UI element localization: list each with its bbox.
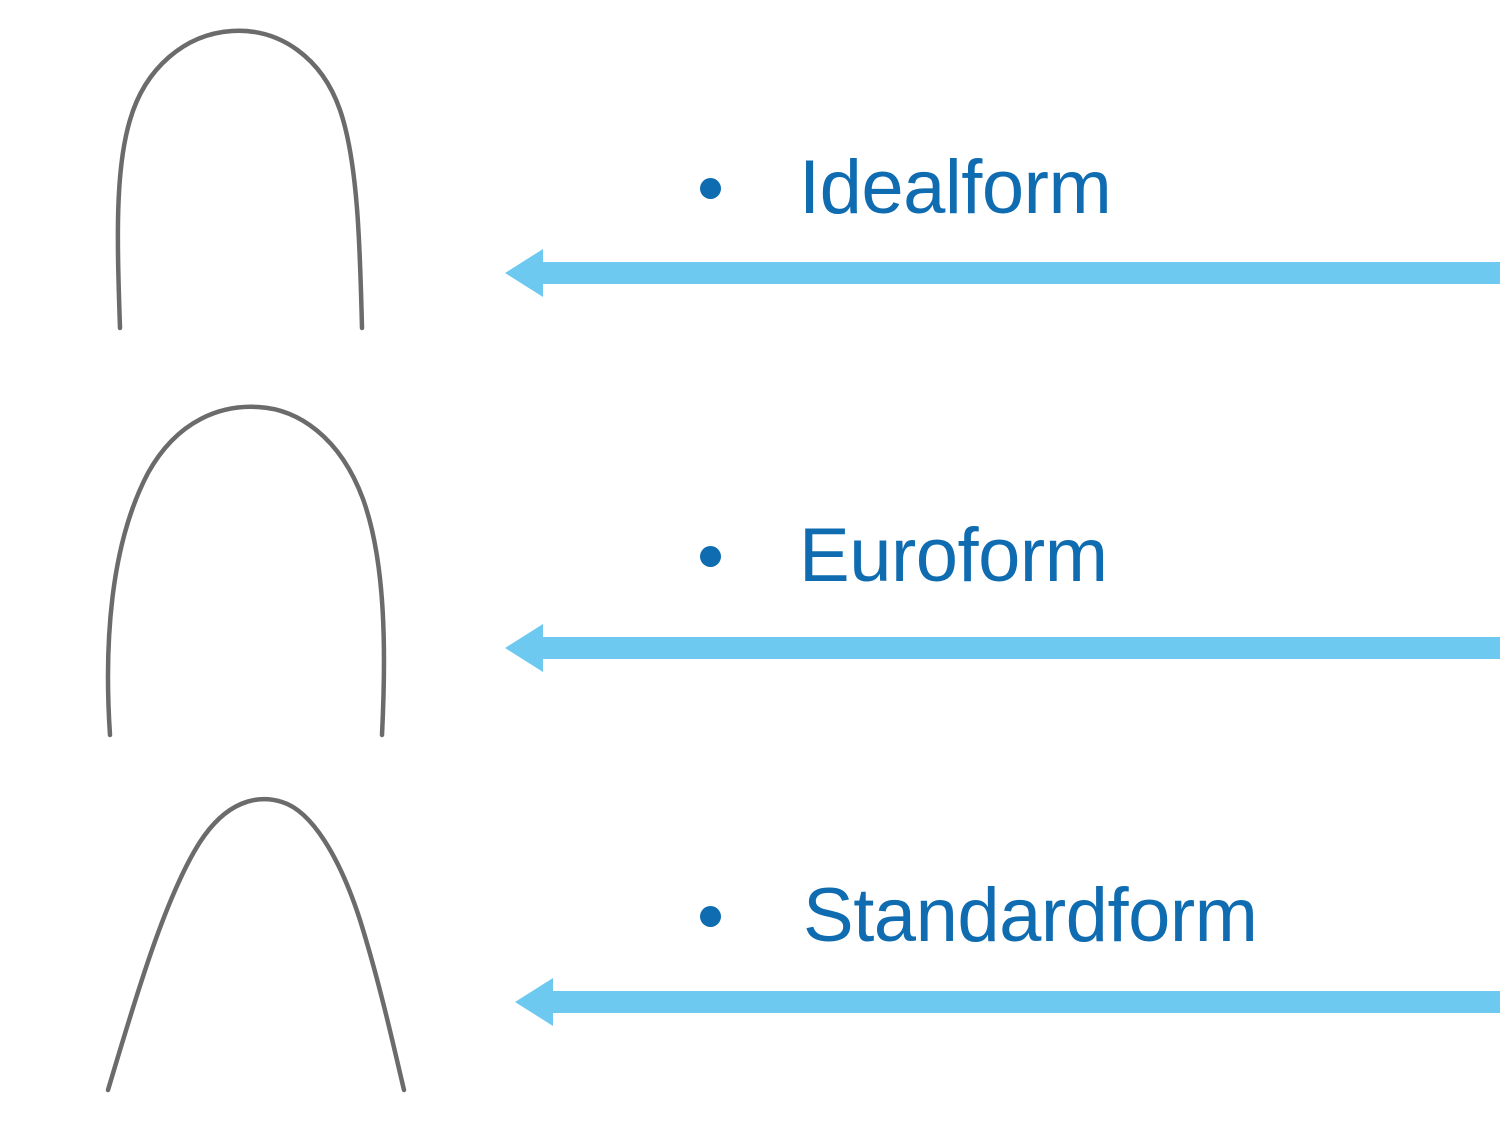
arrow-left-icon-standardform	[515, 972, 1500, 1032]
list-item-label: Idealform	[799, 145, 1112, 230]
bullet-dot-icon	[700, 905, 721, 927]
archwire-illustration-idealform	[60, 10, 460, 350]
archwire-illustration-euroform	[60, 395, 460, 750]
list-item-standardform[interactable]: Standardform	[700, 873, 1258, 958]
arrow-left-icon-idealform	[505, 243, 1500, 303]
archwire-illustration-standardform	[60, 780, 460, 1110]
list-item-label: Standardform	[803, 873, 1258, 958]
bullet-dot-icon	[700, 545, 721, 567]
arrow-left-icon-euroform	[505, 618, 1500, 678]
bullet-dot-icon	[700, 177, 721, 199]
list-item-idealform[interactable]: Idealform	[700, 145, 1112, 230]
list-item-euroform[interactable]: Euroform	[700, 518, 1108, 594]
list-item-label: Euroform	[799, 513, 1108, 598]
